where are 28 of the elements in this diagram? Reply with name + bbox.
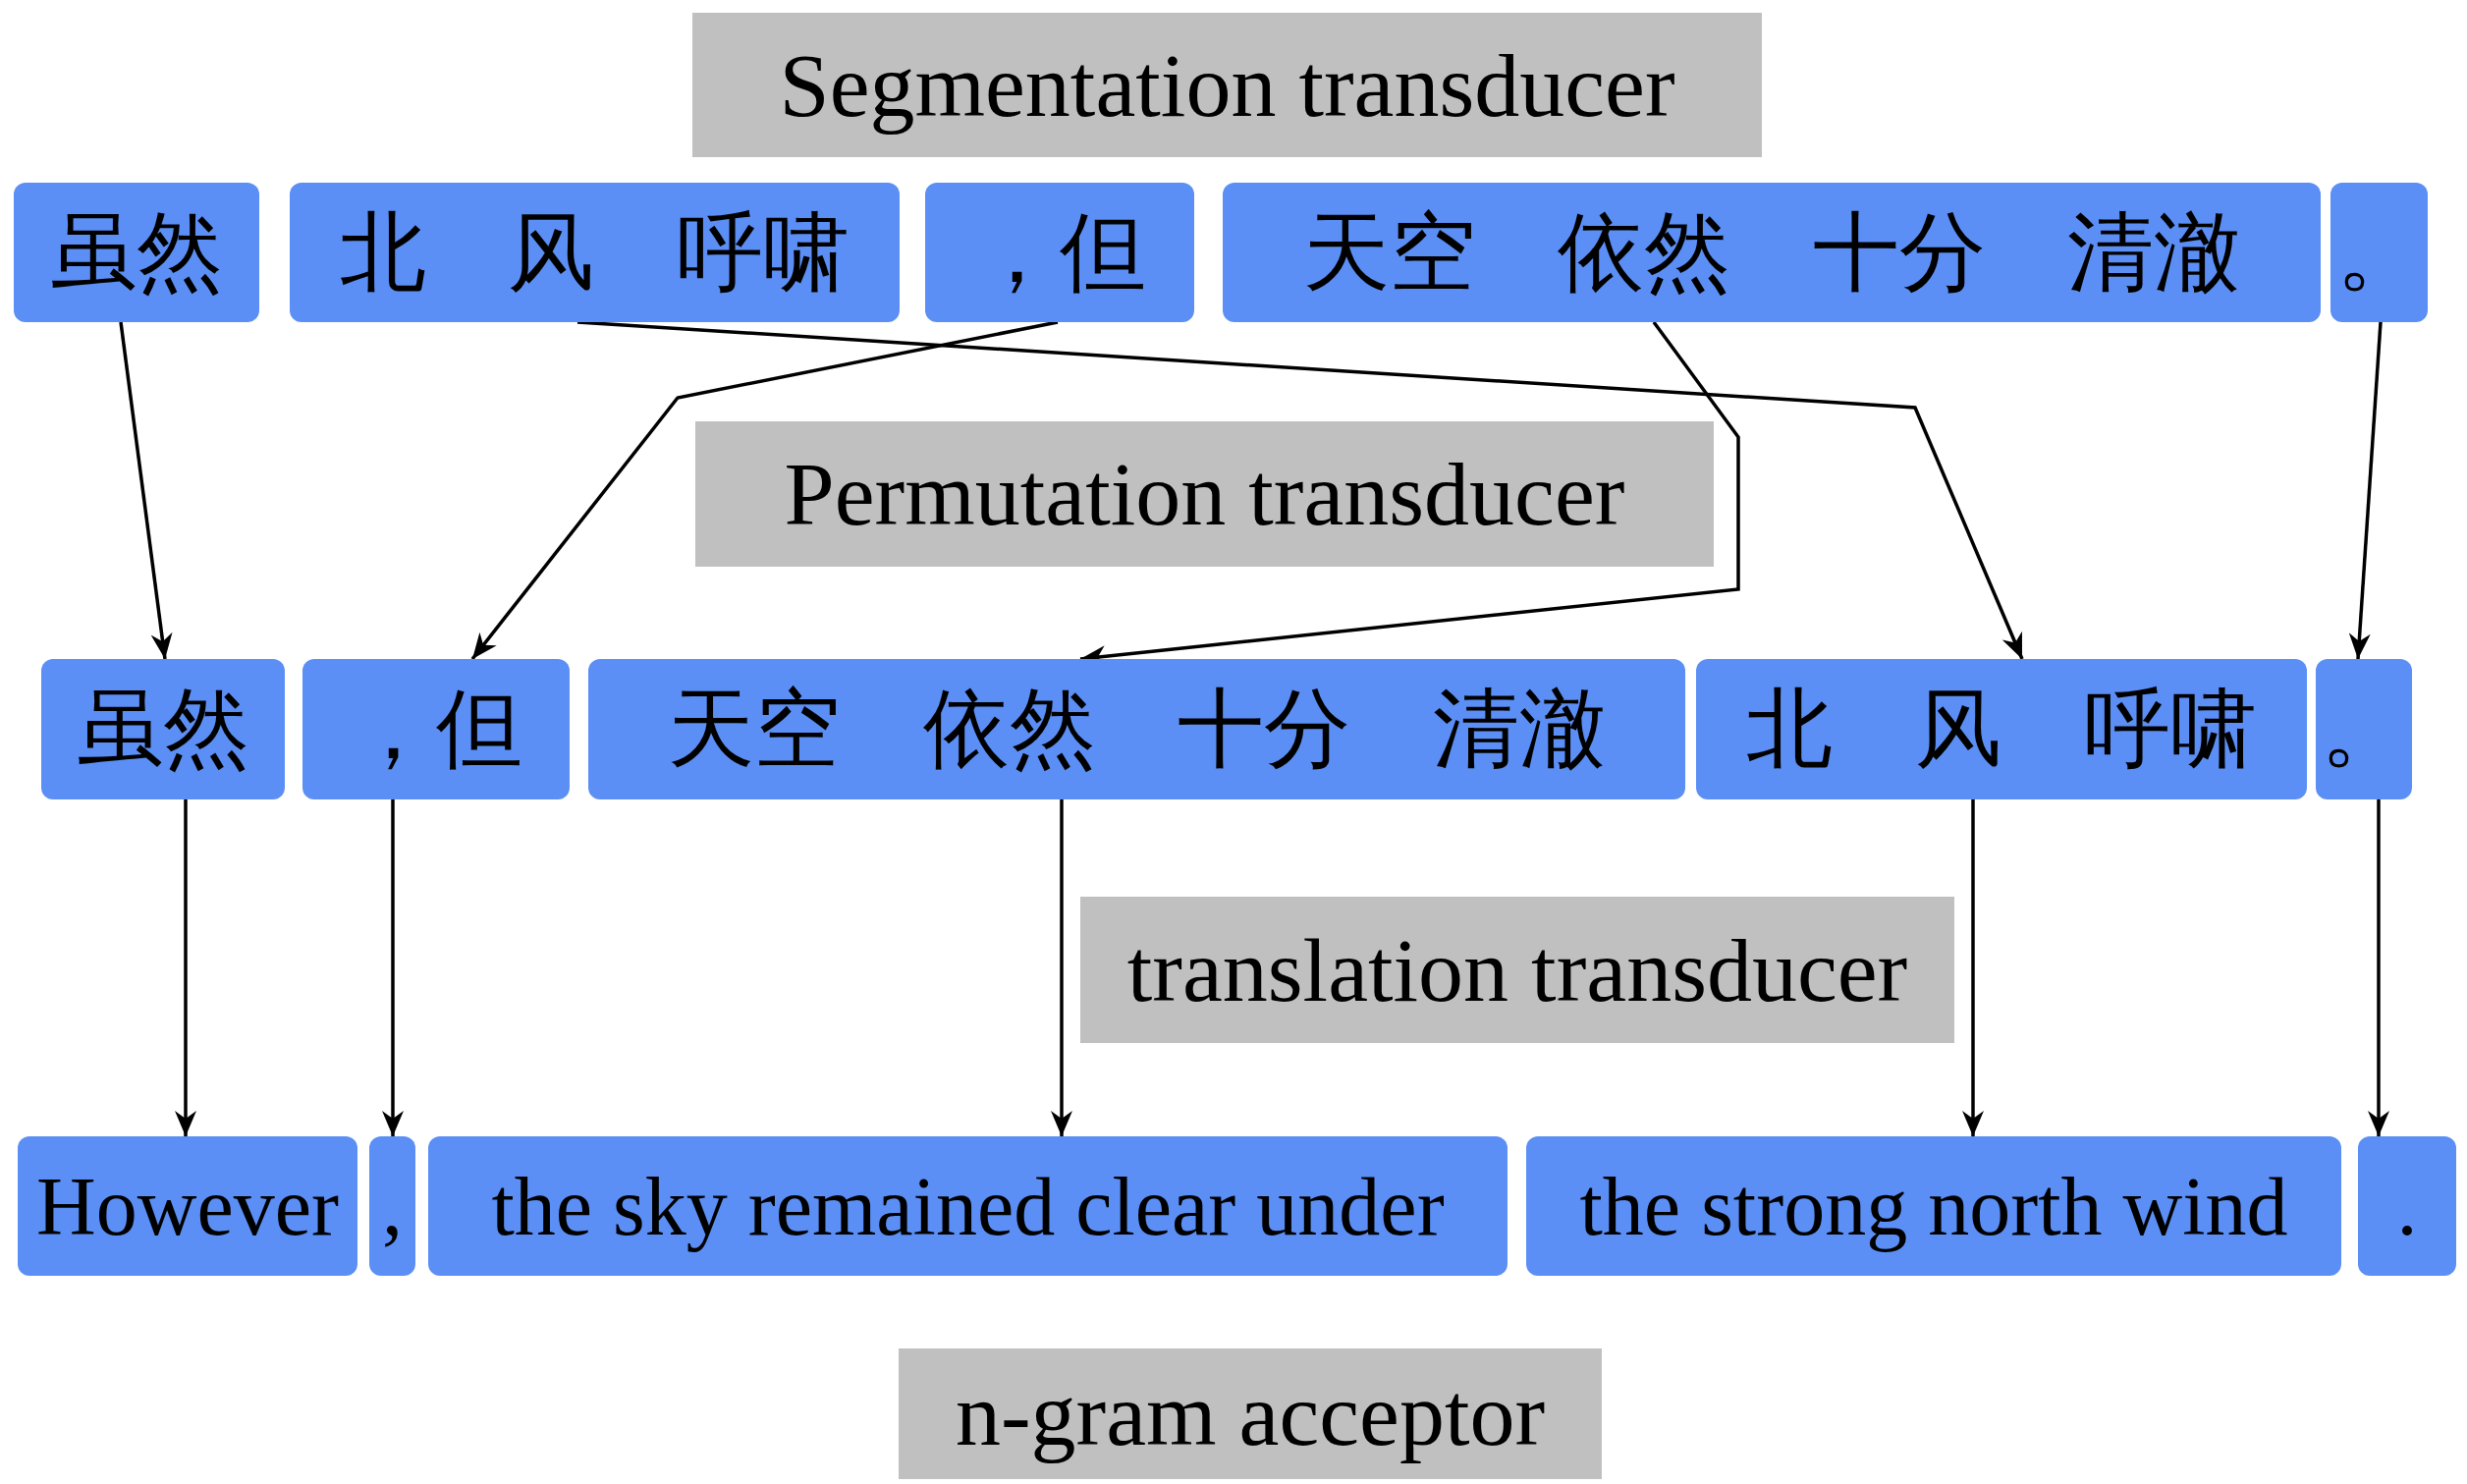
arrow bbox=[2348, 321, 2383, 660]
stage-label-box: Segmentation transducer bbox=[692, 13, 1762, 157]
arrow bbox=[119, 321, 173, 660]
arrow bbox=[2368, 799, 2389, 1136]
token-box: ，但 bbox=[925, 183, 1194, 322]
token-box: However bbox=[18, 1136, 357, 1276]
arrow bbox=[1051, 799, 1072, 1136]
stage-label-box: translation transducer bbox=[1080, 897, 1954, 1043]
token-box: the strong north wind bbox=[1526, 1136, 2341, 1276]
token-box: 虽然 bbox=[14, 183, 259, 322]
token-box: 北 风 呼啸 bbox=[290, 183, 900, 322]
arrow bbox=[576, 320, 2024, 660]
token-box: 。 bbox=[2316, 659, 2412, 799]
stage-label-box: Permutation transducer bbox=[695, 421, 1714, 567]
token-box: , bbox=[369, 1136, 415, 1276]
token-box: . bbox=[2358, 1136, 2456, 1276]
token-box: 虽然 bbox=[41, 659, 285, 799]
token-box: 天空 依然 十分 清澈 bbox=[1223, 183, 2321, 322]
stage-label-box: n-gram acceptor bbox=[899, 1348, 1602, 1479]
token-box: the sky remained clear under bbox=[428, 1136, 1508, 1276]
arrow bbox=[382, 799, 404, 1136]
token-box: 北 风 呼啸 bbox=[1696, 659, 2307, 799]
token-box: 天空 依然 十分 清澈 bbox=[588, 659, 1685, 799]
arrow bbox=[175, 799, 196, 1136]
token-box: 。 bbox=[2330, 183, 2428, 322]
token-box: ，但 bbox=[302, 659, 570, 799]
arrow bbox=[470, 320, 1059, 661]
arrow bbox=[1962, 799, 1984, 1136]
